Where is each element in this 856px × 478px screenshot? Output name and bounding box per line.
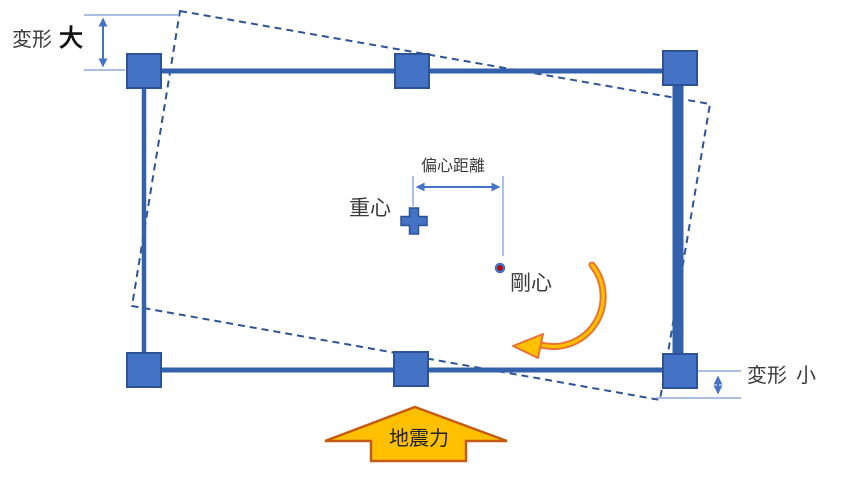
center-of-rigidity-marker — [494, 262, 506, 274]
deformation-large-label: 変形大 — [12, 25, 83, 52]
deformation-small-value: 小 — [796, 365, 816, 387]
seismic-force-arrow — [324, 405, 508, 463]
deformation-small-label: 変形小 — [747, 365, 816, 387]
deformation-small-text: 変形 — [747, 365, 787, 387]
column-bottom-center — [393, 351, 429, 387]
rotation-arrow-arc-inner — [539, 263, 605, 349]
deformation-large-value: 大 — [59, 25, 83, 52]
seismic-force-label: 地震力 — [389, 428, 449, 450]
deformation-large-text: 変形 — [12, 29, 52, 51]
column-bottom-left — [126, 352, 162, 388]
rotation-arrow-head — [512, 333, 544, 359]
column-top-left — [126, 53, 162, 89]
center-of-gravity-label: 重心 — [349, 197, 391, 220]
center-of-gravity-marker — [400, 207, 428, 235]
column-top-right — [662, 50, 698, 86]
column-top-center — [394, 53, 430, 89]
center-of-rigidity-label: 剛心 — [510, 272, 552, 295]
column-bottom-right — [662, 353, 698, 389]
eccentric-distance-label: 偏心距離 — [421, 158, 486, 175]
rotation-arrow — [512, 261, 607, 359]
